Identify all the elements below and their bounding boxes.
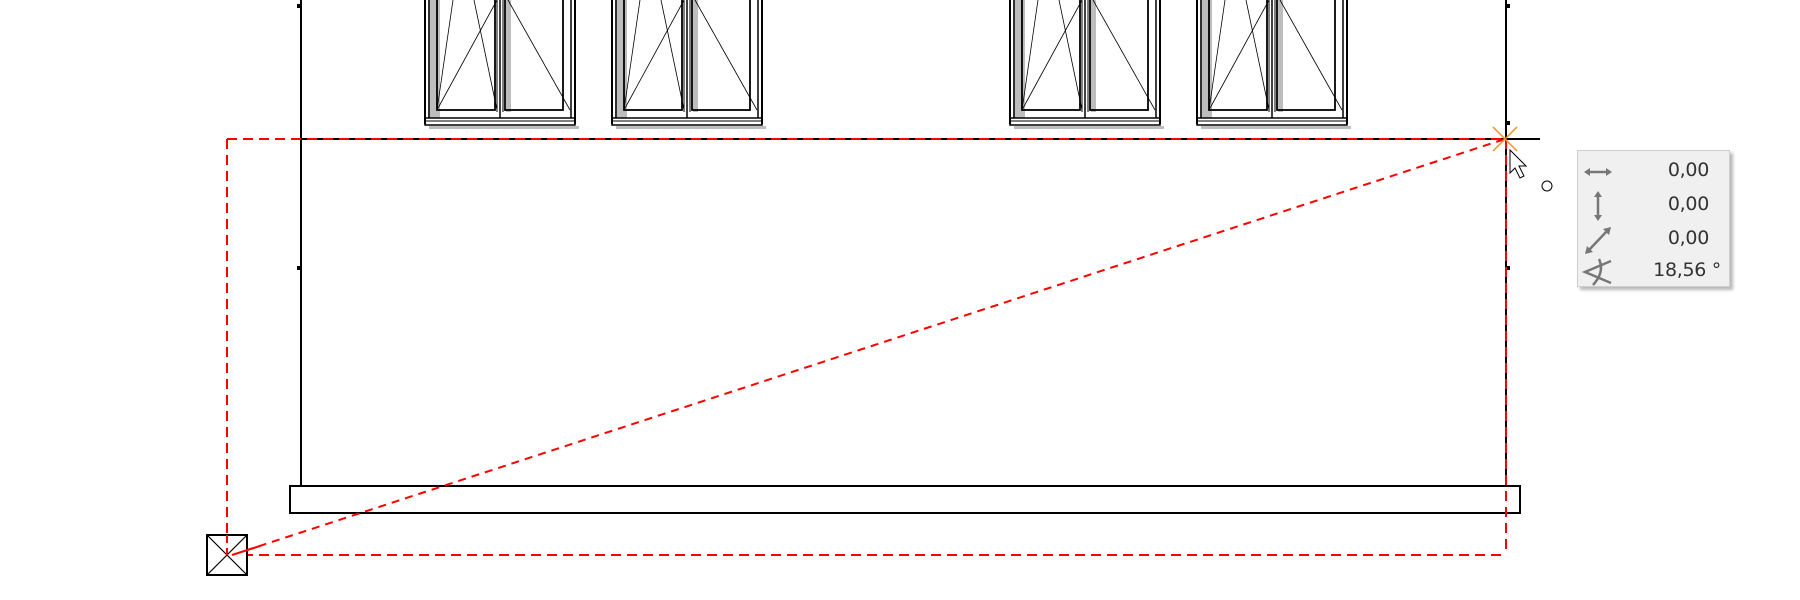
mouse-cursor-icon	[1509, 148, 1553, 192]
angle-icon	[1581, 258, 1612, 286]
snap-point-icon	[1492, 126, 1518, 152]
tooltip-value-angle: 18,56 °	[1653, 259, 1721, 281]
window-1[interactable]	[424, 0, 579, 129]
diagonal-distance-icon	[1585, 227, 1611, 254]
tooltip-row-dy: 0,00	[1578, 189, 1729, 223]
measure-tooltip: 0,00 0,00 0,00 18,56 °	[1577, 150, 1730, 287]
windows-group	[424, 0, 1351, 129]
plinth	[289, 485, 1521, 514]
tooltip-value-distance: 0,00	[1667, 227, 1709, 249]
tooltip-row-dx: 0,00	[1578, 155, 1729, 189]
wall-ticks	[297, 4, 1510, 270]
horizontal-distance-icon	[1584, 168, 1612, 176]
window-2[interactable]	[611, 0, 766, 129]
tooltip-row-angle: 18,56 °	[1578, 255, 1729, 289]
snap-indicator-circle-icon	[1541, 180, 1553, 192]
tooltip-value-dx: 0,00	[1667, 159, 1709, 181]
tooltip-value-dy: 0,00	[1667, 193, 1709, 215]
vertical-distance-icon	[1594, 191, 1602, 221]
selection-rectangle	[226, 138, 1507, 556]
window-4[interactable]	[1196, 0, 1351, 129]
window-3[interactable]	[1009, 0, 1164, 129]
tooltip-row-distance: 0,00	[1578, 223, 1729, 257]
